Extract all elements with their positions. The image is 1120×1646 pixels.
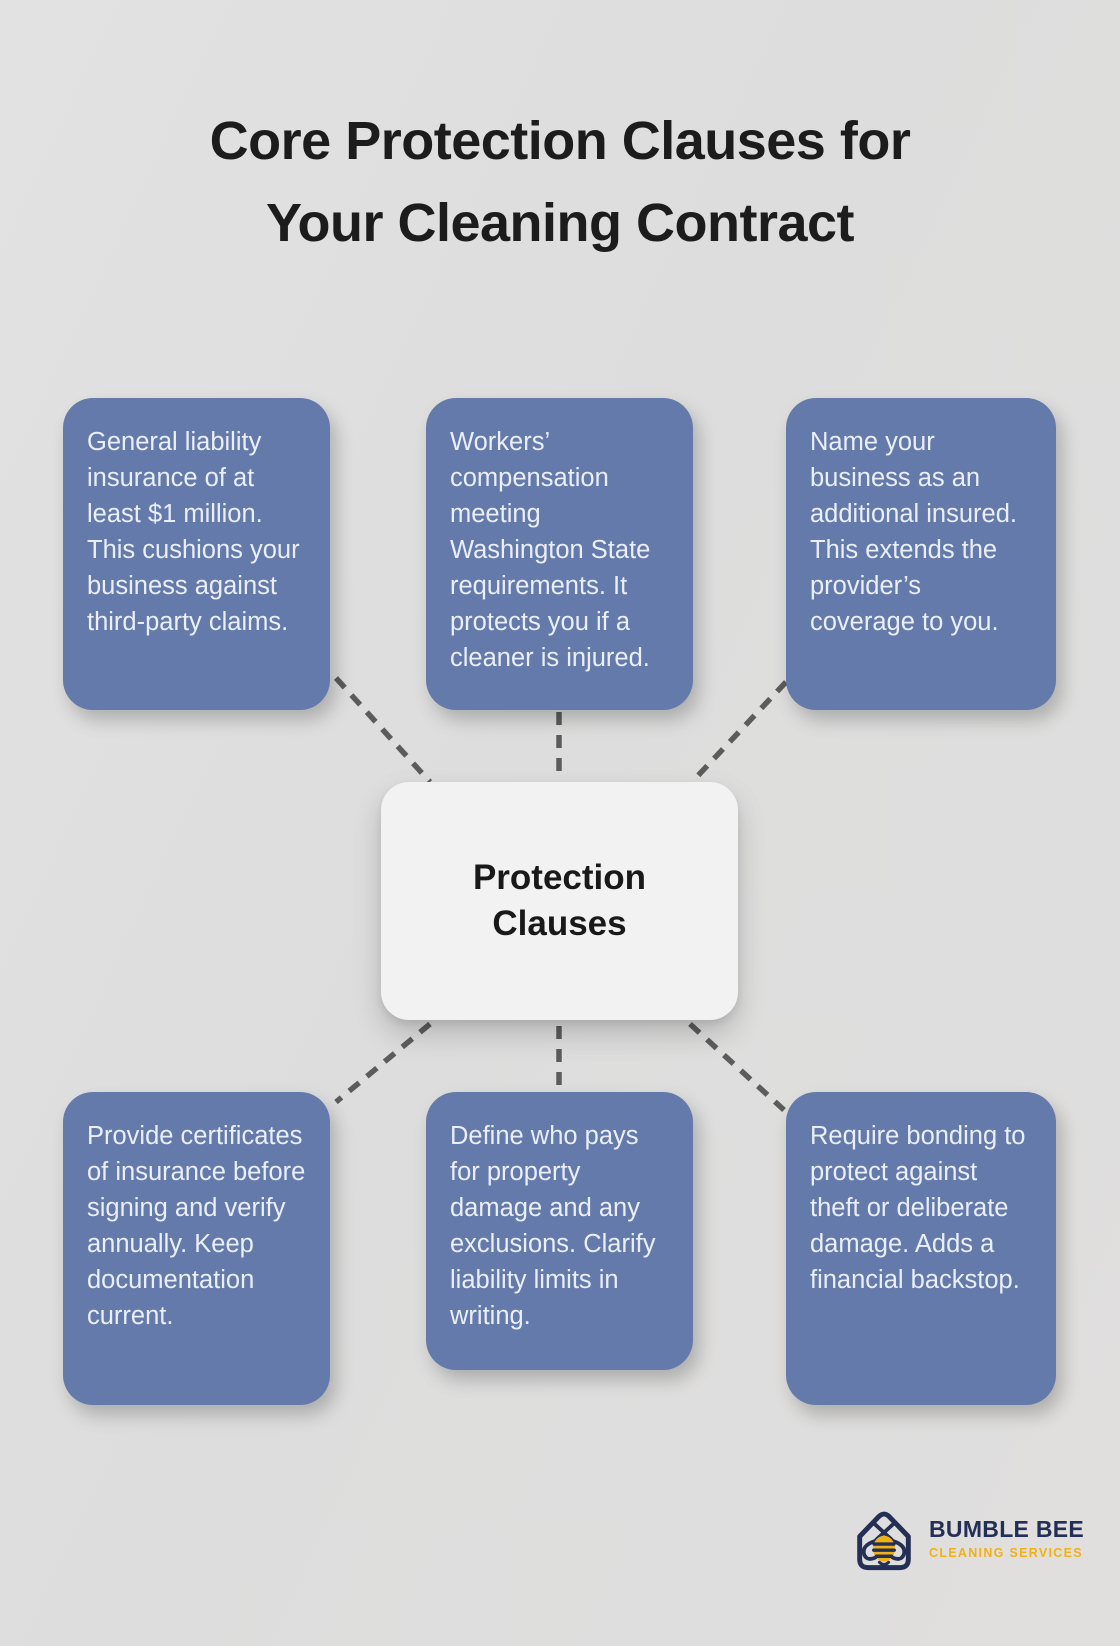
logo: BUMBLE BEE CLEANING SERVICES [846,1498,1084,1578]
logo-text: BUMBLE BEE CLEANING SERVICES [929,1516,1084,1560]
page-title-line1: Core Protection Clauses for [209,111,911,171]
connector-line [334,1021,432,1105]
clause-text: Workers’ compensation meeting Washington… [450,428,651,672]
clause-box-workers-compensation: Workers’ compensation meeting Washington… [426,398,693,710]
clause-text: General liability insurance of at least … [87,428,300,636]
clause-text: Require bonding to protect against theft… [810,1122,1026,1294]
clause-text: Name your business as an additional insu… [810,428,1017,636]
center-node-line1: Protection [472,858,647,897]
house-bee-icon [857,1511,911,1571]
page-title-line2: Your Cleaning Contract [265,193,855,253]
center-node-protection-clauses: Protection Clauses [381,782,738,1020]
page-title: Core Protection Clauses for Your Cleanin… [0,100,1120,264]
connector-line [688,1021,786,1113]
clause-box-certificates: Provide certificates of insurance before… [63,1092,330,1405]
connector-line [333,676,433,784]
clause-box-general-liability: General liability insurance of at least … [63,398,330,710]
clause-box-additional-insured: Name your business as an additional insu… [786,398,1056,710]
clause-box-bonding: Require bonding to protect against theft… [786,1092,1056,1405]
center-node-line2: Clauses [492,904,627,943]
logo-tagline: CLEANING SERVICES [929,1546,1083,1560]
connector-line [689,680,789,784]
clause-box-property-damage: Define who pays for property damage and … [426,1092,693,1370]
logo-name: BUMBLE BEE [929,1516,1085,1542]
clause-text: Provide certificates of insurance before… [87,1122,306,1330]
clause-text: Define who pays for property damage and … [450,1122,656,1330]
